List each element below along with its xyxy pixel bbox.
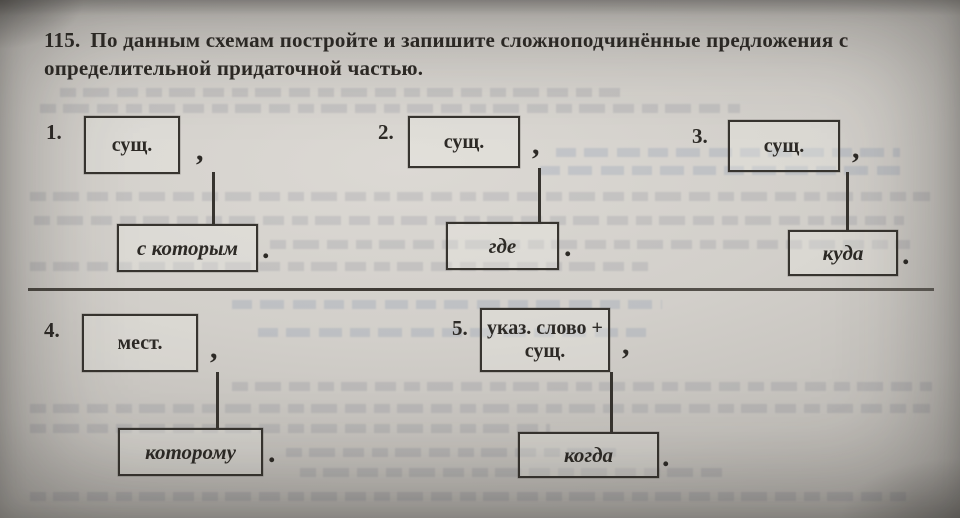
comma-mark: , xyxy=(210,332,218,365)
connective-word: где xyxy=(488,233,517,258)
subordinate-clause-box: когда xyxy=(518,432,659,478)
connective-word: куда xyxy=(822,240,864,265)
main-clause-box: мест. xyxy=(82,314,198,372)
connector-line xyxy=(212,172,215,224)
comma-mark: , xyxy=(852,132,860,165)
connector-line xyxy=(846,172,849,230)
comma-mark: , xyxy=(532,128,540,161)
comma-mark: , xyxy=(196,134,204,167)
exercise-instruction: 115.По данным схемам постройте и запишит… xyxy=(44,26,924,82)
bleedthrough-line xyxy=(30,492,910,501)
connector-line xyxy=(216,372,219,428)
bleedthrough-line xyxy=(30,424,550,433)
connector-line xyxy=(538,168,541,222)
period-mark: . xyxy=(268,436,276,469)
comma-mark: , xyxy=(622,328,630,361)
diagram-number: 1. xyxy=(46,120,62,144)
period-mark: . xyxy=(564,230,572,263)
subordinate-clause-box: где xyxy=(446,222,559,270)
section-divider xyxy=(28,288,934,291)
main-clause-label: указ. слово + сущ. xyxy=(487,317,603,362)
bleedthrough-line xyxy=(60,88,620,97)
main-clause-box: сущ. xyxy=(408,116,520,168)
subordinate-clause-box: с которым xyxy=(117,224,258,272)
diagram-number: 3. xyxy=(692,124,708,148)
connective-word: которому xyxy=(145,439,236,464)
connector-line xyxy=(610,372,613,432)
bleedthrough-line xyxy=(40,104,740,113)
subordinate-clause-box: куда xyxy=(788,230,898,276)
subordinate-clause-box: которому xyxy=(118,428,263,476)
period-mark: . xyxy=(262,232,270,265)
main-clause-box: сущ. xyxy=(84,116,180,174)
period-mark: . xyxy=(662,440,670,473)
main-clause-label: сущ. xyxy=(111,133,153,156)
main-clause-box: указ. слово + сущ. xyxy=(480,308,610,372)
diagram-number: 2. xyxy=(378,120,394,144)
main-clause-label: мест. xyxy=(117,331,163,354)
bleedthrough-line xyxy=(30,192,930,201)
exercise-number: 115. xyxy=(44,28,81,52)
bleedthrough-line xyxy=(30,404,930,413)
bleedthrough-line xyxy=(232,382,932,391)
connective-word: когда xyxy=(563,442,613,467)
connective-word: с которым xyxy=(137,235,238,260)
diagram-number: 4. xyxy=(44,318,60,342)
diagram-number: 5. xyxy=(452,316,468,340)
main-clause-label: сущ. xyxy=(763,134,805,157)
exercise-instruction-text: По данным схемам постройте и запишите сл… xyxy=(44,28,849,80)
main-clause-label: сущ. xyxy=(443,130,485,153)
period-mark: . xyxy=(902,238,910,271)
main-clause-box: сущ. xyxy=(728,120,840,172)
